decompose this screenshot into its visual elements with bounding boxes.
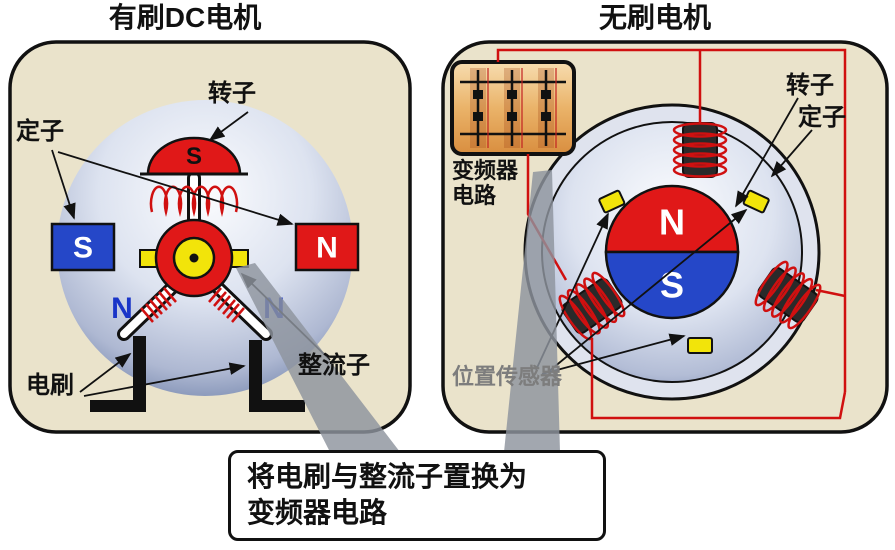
callout-line1: 将电刷与整流子置换为 — [247, 461, 528, 492]
stator-magnet-north — [294, 222, 360, 272]
label-stator-right: 定子 — [798, 104, 846, 131]
position-sensor-bottom — [687, 337, 713, 354]
brushless-motor-drawing: N S — [450, 48, 847, 420]
stator-coil-left — [558, 271, 626, 341]
label-commutator: 整流子 — [298, 352, 370, 379]
stator-magnet-south — [50, 222, 116, 272]
callout-wedge-left — [236, 263, 400, 452]
stator-magnet-south-letter: S — [73, 232, 93, 265]
position-sensors — [598, 189, 770, 354]
brushes — [90, 336, 305, 412]
commutator-hub — [139, 218, 249, 298]
rotor-magnet-south — [604, 250, 740, 320]
position-sensor-left — [598, 189, 626, 214]
rotor-coil-left — [140, 287, 177, 323]
callout-line2: 变频器电路 — [247, 497, 388, 529]
brushed-motor-title: 有刷DC电机 — [108, 2, 262, 33]
label-inverter-line1: 变频器 — [452, 158, 519, 183]
label-position-sensor: 位置传感器 — [452, 364, 563, 389]
rotor-magnet-north — [604, 184, 740, 254]
label-rotor-right: 转子 — [786, 72, 834, 99]
rotor-coil-right — [208, 287, 245, 323]
stator-magnet-north-letter: N — [316, 232, 338, 265]
inverter-wiring — [496, 48, 847, 420]
rotor-pole-letter: S — [186, 143, 202, 170]
brushless-motor-title: 无刷电机 — [598, 2, 711, 33]
label-inverter-line2: 电路 — [452, 183, 497, 209]
rotor-north-letter: N — [659, 202, 685, 243]
callout-wedge-right — [504, 170, 560, 452]
label-rotor-left: 转子 — [208, 80, 256, 107]
stator-coil-right — [754, 260, 822, 330]
label-stator-left: 定子 — [16, 118, 64, 145]
label-brush: 电刷 — [26, 372, 74, 399]
callout-box: 将电刷与整流子置换为 变频器电路 — [228, 450, 606, 541]
inverter-circuit-box — [450, 60, 576, 156]
rotor-pole-dome — [146, 136, 242, 176]
rotor-coil-top — [149, 185, 239, 217]
label-inverter-circuit: 变频器 电路 — [452, 158, 518, 209]
inner-pole-letter-left: N — [111, 292, 133, 325]
